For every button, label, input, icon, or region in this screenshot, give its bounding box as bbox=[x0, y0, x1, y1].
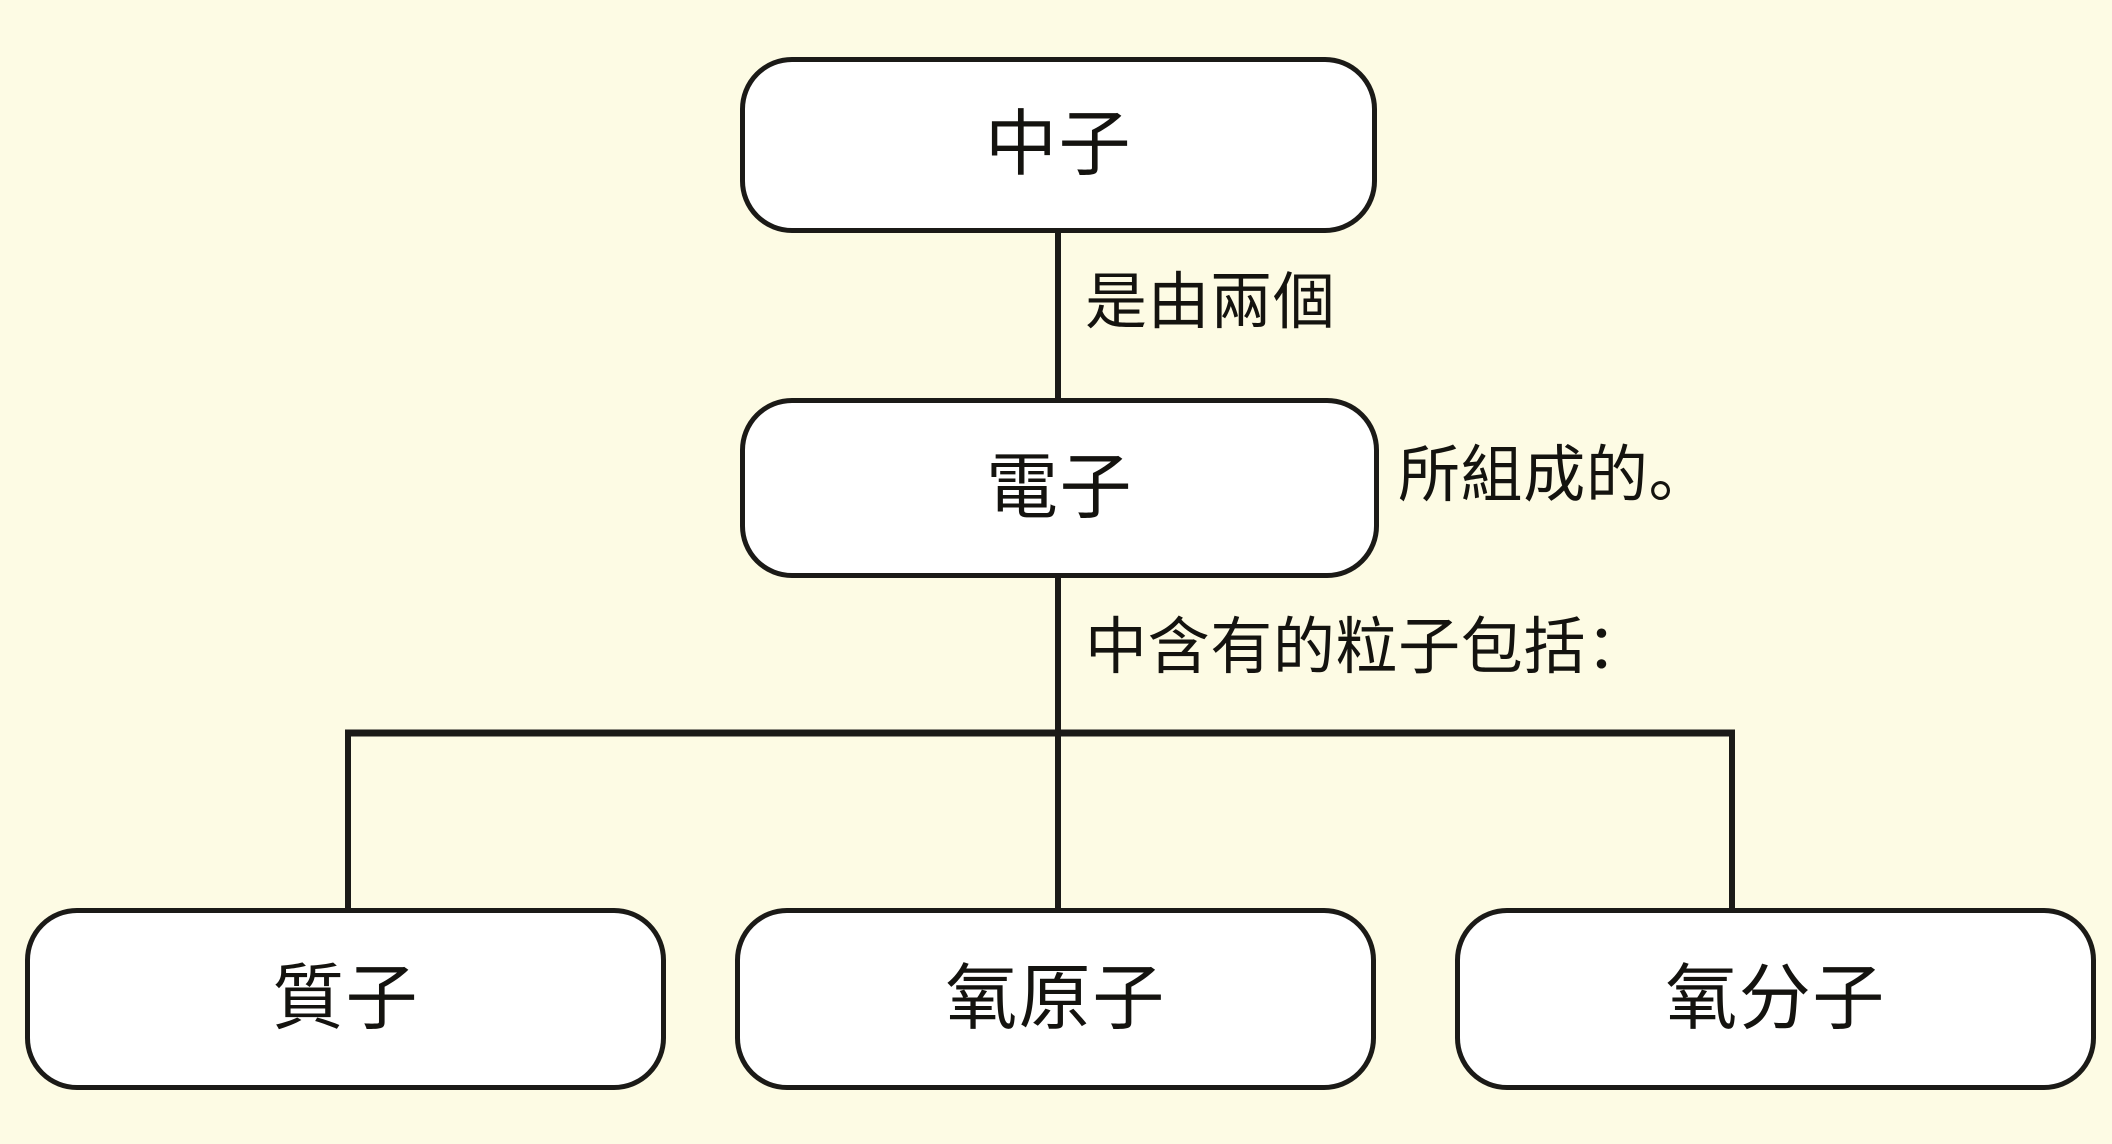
node-oxygen-atom-label: 氧原子 bbox=[945, 959, 1166, 1039]
edge-label-electron-particles: 中含有的粒子包括： bbox=[1085, 613, 1649, 682]
node-proton-label: 質子 bbox=[272, 959, 419, 1039]
edge-label-neutron-electron-part1: 是由兩個 bbox=[1085, 268, 1336, 337]
node-neutron-label: 中子 bbox=[985, 105, 1132, 185]
node-oxygen-atom[interactable]: 氧原子 bbox=[735, 908, 1376, 1090]
edge-label-neutron-electron-part2: 所組成的。 bbox=[1398, 441, 1712, 510]
node-oxygen-molecule[interactable]: 氧分子 bbox=[1455, 908, 2096, 1090]
node-electron-label: 電子 bbox=[986, 448, 1133, 528]
node-proton[interactable]: 質子 bbox=[25, 908, 666, 1090]
node-electron[interactable]: 電子 bbox=[740, 398, 1379, 578]
node-oxygen-molecule-label: 氧分子 bbox=[1665, 959, 1886, 1039]
node-neutron[interactable]: 中子 bbox=[740, 57, 1377, 233]
